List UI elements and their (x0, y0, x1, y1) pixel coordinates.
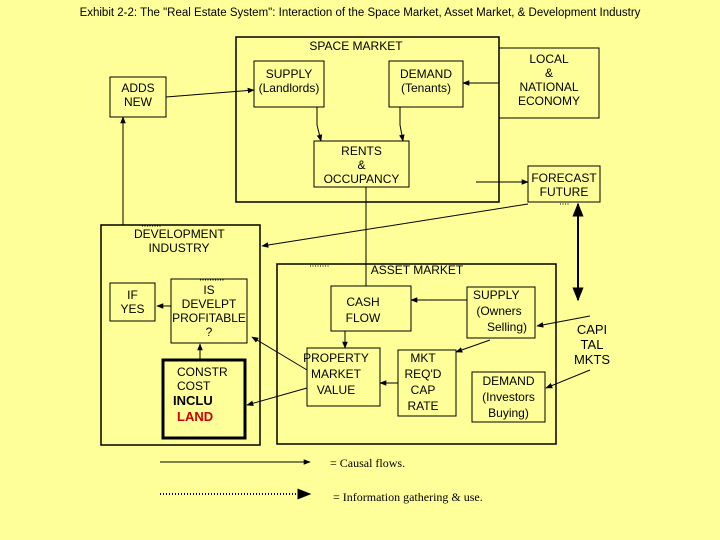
legend-causal-text: = Causal flows. (330, 456, 406, 470)
legend-info-text: = Information gathering & use. (333, 490, 483, 504)
cap-rate-line-4: RATE (407, 399, 439, 413)
arrow-adds-new-to-supply (165, 87, 255, 98)
arrow-supply-to-rents (316, 107, 323, 142)
asset-supply-line-3: Selling) (486, 320, 527, 334)
land-text: LAND (177, 409, 214, 424)
inclu-text: INCLU (173, 393, 213, 408)
economy-line-2: & (544, 66, 553, 80)
property-line-3: VALUE (316, 383, 356, 397)
rents-line-1: RENTS (341, 144, 382, 158)
profitable-line-2: DEVELPT (181, 297, 237, 311)
cash-flow-box (330, 285, 412, 332)
asset-demand-line-1: DEMAND (482, 374, 535, 388)
asset-demand-label: DEMAND (Investors Buying) (472, 373, 545, 421)
adds-new-label: ADDS NEW (110, 81, 166, 109)
space-supply-label: SUPPLY (Landlords) (254, 67, 324, 95)
arrow-demand-to-rents (399, 107, 405, 142)
cash-flow-line-1: CASH (346, 295, 380, 309)
arrow-asset-demand-to-caprate (455, 339, 491, 353)
constr-line-1: CONSTR (177, 365, 228, 379)
exhibit-title: Exhibit 2-2: The "Real Estate System": I… (79, 7, 641, 19)
cap-rate-line-2: REQ'D (404, 367, 442, 381)
arrow-forecast-to-dev (261, 203, 529, 248)
profitable-line-4: ? (205, 325, 213, 339)
space-market-label: SPACE MARKET (309, 39, 403, 53)
economy-line-3: NATIONAL (519, 80, 579, 94)
space-demand-line-1: DEMAND (399, 67, 452, 81)
constr-cost-label: CONSTR COST INCLU LAND (163, 365, 245, 425)
forecast-line-1: FORECAST (531, 171, 597, 185)
is-profitable-box (170, 278, 248, 344)
asset-demand-line-3: Buying) (488, 406, 529, 420)
space-supply-box (253, 60, 325, 108)
capital-line-1: CAPI (576, 322, 608, 337)
asset-demand-line-2: (Investors (482, 390, 535, 404)
asset-supply-label: SUPPLY (Owners Selling) (463, 287, 535, 335)
development-line-1: DEVELOPMENT (134, 227, 225, 241)
asset-supply-box (466, 286, 536, 339)
rents-occupancy-label: RENTS & OCCUPANCY (314, 144, 409, 186)
rents-line-2: & (357, 158, 366, 172)
space-demand-label: DEMAND (Tenants) (389, 67, 463, 95)
space-supply-line-2: (Landlords) (258, 81, 320, 95)
rents-occupancy-box (313, 140, 410, 188)
cap-rate-label: MKT REQ'D CAP RATE (398, 350, 448, 414)
economy-label: LOCAL & NATIONAL ECONOMY (499, 52, 599, 108)
if-yes-box (109, 282, 156, 322)
capital-markets-label: CAPI TAL MKTS (562, 322, 622, 367)
arrow-value-to-constr (246, 387, 308, 406)
if-yes-line-1: IF (127, 288, 138, 302)
asset-demand-box (471, 371, 546, 423)
if-yes-label: IF YES (110, 288, 155, 316)
adds-new-line-1: ADDS (121, 81, 155, 95)
arrow-capmkts-to-demand (545, 369, 591, 389)
economy-line-4: ECONOMY (517, 94, 580, 108)
asset-supply-line-1: SUPPLY (473, 288, 520, 302)
profitable-line-1: IS (203, 283, 215, 297)
is-profitable-label: IS DEVELPT PROFITABLE ? (171, 283, 247, 339)
cap-rate-line-1: MKT (410, 351, 436, 365)
capital-line-2: TAL (580, 337, 604, 352)
profitable-line-3: PROFITABLE (172, 311, 246, 325)
economy-line-1: LOCAL (529, 52, 569, 66)
info-markers (142, 203, 570, 281)
space-supply-line-1: SUPPLY (265, 67, 313, 81)
cash-flow-line-2: FLOW (345, 311, 381, 325)
arrow-value-to-profitable (251, 336, 308, 371)
asset-market-label: ASSET MARKET (370, 263, 464, 277)
constr-line-2: COST (177, 379, 211, 393)
property-line-1: PROPERTY (303, 351, 369, 365)
constr-cost-box (161, 358, 247, 440)
property-line-2: MARKET (310, 367, 361, 381)
if-yes-line-2: YES (120, 302, 145, 316)
adds-new-line-2: NEW (124, 95, 152, 109)
asset-supply-line-2: (Owners (476, 304, 522, 318)
development-line-2: INDUSTRY (148, 241, 210, 255)
space-demand-line-2: (Tenants) (400, 81, 452, 95)
forecast-line-2: FUTURE (539, 185, 589, 199)
development-label: DEVELOPMENT INDUSTRY (134, 227, 225, 255)
space-market-box (235, 36, 500, 203)
capital-line-3: MKTS (573, 352, 611, 367)
rents-line-3: OCCUPANCY (323, 172, 400, 186)
cap-rate-line-3: CAP (410, 383, 436, 397)
cash-flow-label: CASH FLOW (331, 294, 395, 326)
property-value-label: PROPERTY MARKET VALUE (300, 350, 372, 398)
causal-arrows (120, 80, 591, 406)
arrow-capmkts-to-supply (536, 315, 591, 328)
asset-market-box (276, 263, 557, 445)
development-industry-box (100, 224, 261, 446)
forecast-label: FORECAST FUTURE (528, 171, 600, 199)
